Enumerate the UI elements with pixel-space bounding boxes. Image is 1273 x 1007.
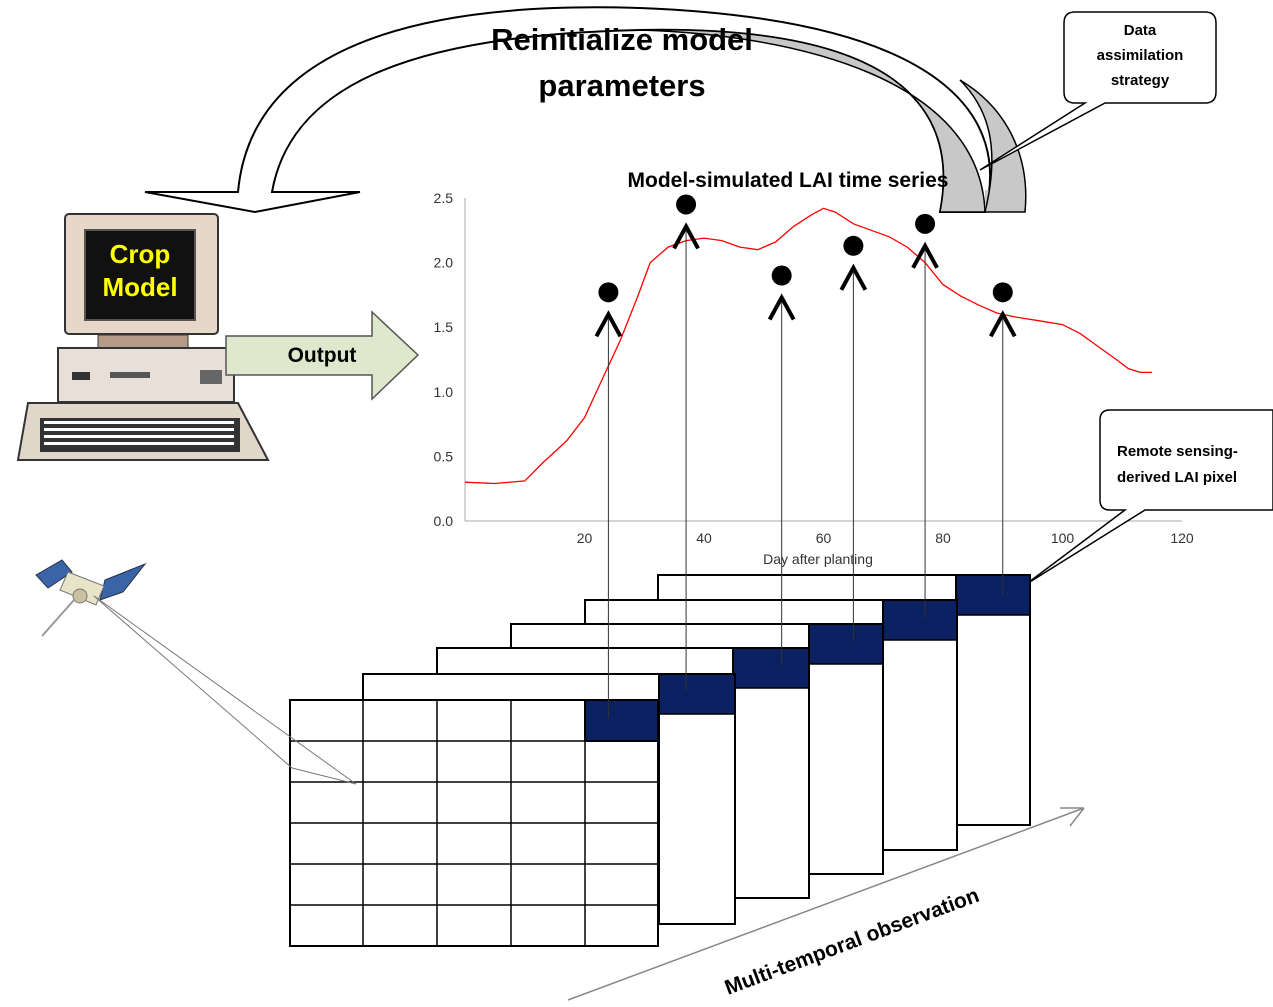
observation-arrowhead: [594, 310, 623, 338]
observation-marker: [767, 265, 796, 321]
observation-arrowhead: [672, 222, 700, 250]
x-tick-label: 20: [577, 530, 593, 546]
reinitialize-arrow: [144, 6, 1027, 214]
strategy-callout: Data assimilation strategy: [979, 11, 1217, 171]
x-tick-label: 80: [935, 530, 951, 546]
observation-marker: [839, 235, 868, 291]
observation-point: [771, 265, 792, 286]
x-tick-label: 40: [696, 530, 712, 546]
observation-point: [992, 282, 1013, 303]
output-arrow: Output: [225, 310, 420, 401]
x-tick-label: 60: [816, 530, 832, 546]
chart-title: Model-simulated LAI time series: [628, 169, 949, 192]
observation-arrowhead: [839, 263, 868, 291]
y-tick-label: 2.0: [434, 255, 454, 271]
observation-point: [843, 235, 864, 256]
screen-text-line2: Model: [102, 272, 177, 302]
output-label: Output: [288, 344, 357, 367]
observation-point: [598, 282, 619, 303]
computer-icon: Crop Model: [16, 213, 270, 461]
observation-arrowhead: [911, 241, 939, 269]
observation-marker: [594, 282, 623, 338]
x-axis-label: Day after planting: [763, 551, 873, 567]
y-tick-label: 2.5: [434, 190, 454, 206]
observation-point: [676, 194, 697, 215]
reinitialize-label-line1: Reinitialize model: [491, 22, 753, 57]
y-tick-label: 1.0: [434, 384, 454, 400]
x-tick-label: 100: [1051, 530, 1075, 546]
observation-arrowhead: [767, 293, 796, 321]
image-frame-1-grid: [289, 699, 659, 947]
y-tick-label: 1.5: [434, 319, 454, 335]
strategy-callout-line1: Data: [1124, 22, 1157, 39]
lai-chart: Model-simulated LAI time series 0.0 0.5 1.…: [434, 169, 1194, 567]
pixel-callout-line2: derived LAI pixel: [1117, 469, 1237, 486]
y-tick-label: 0.5: [434, 448, 454, 464]
observation-arrowhead: [988, 310, 1017, 338]
observation-marker: [672, 194, 700, 250]
pixel-connectors: [607, 230, 1004, 718]
lai-curve: [464, 207, 1153, 485]
x-tick-label: 120: [1170, 530, 1194, 546]
image-stack: [289, 574, 1031, 947]
observation-marker: [988, 282, 1017, 338]
strategy-callout-line3: strategy: [1111, 72, 1170, 89]
pixel-callout: Remote sensing- derived LAI pixel: [1024, 409, 1273, 586]
satellite-icon: [35, 559, 357, 785]
strategy-callout-line2: assimilation: [1097, 47, 1184, 64]
screen-text-line1: Crop: [110, 239, 171, 269]
reinitialize-label-line2: parameters: [538, 68, 705, 103]
observation-marker: [911, 213, 939, 269]
pixel-callout-line1: Remote sensing-: [1117, 443, 1238, 460]
y-tick-label: 0.0: [434, 513, 454, 529]
observation-point: [915, 213, 936, 234]
observation-label: Multi-temporal observation: [722, 884, 983, 1000]
